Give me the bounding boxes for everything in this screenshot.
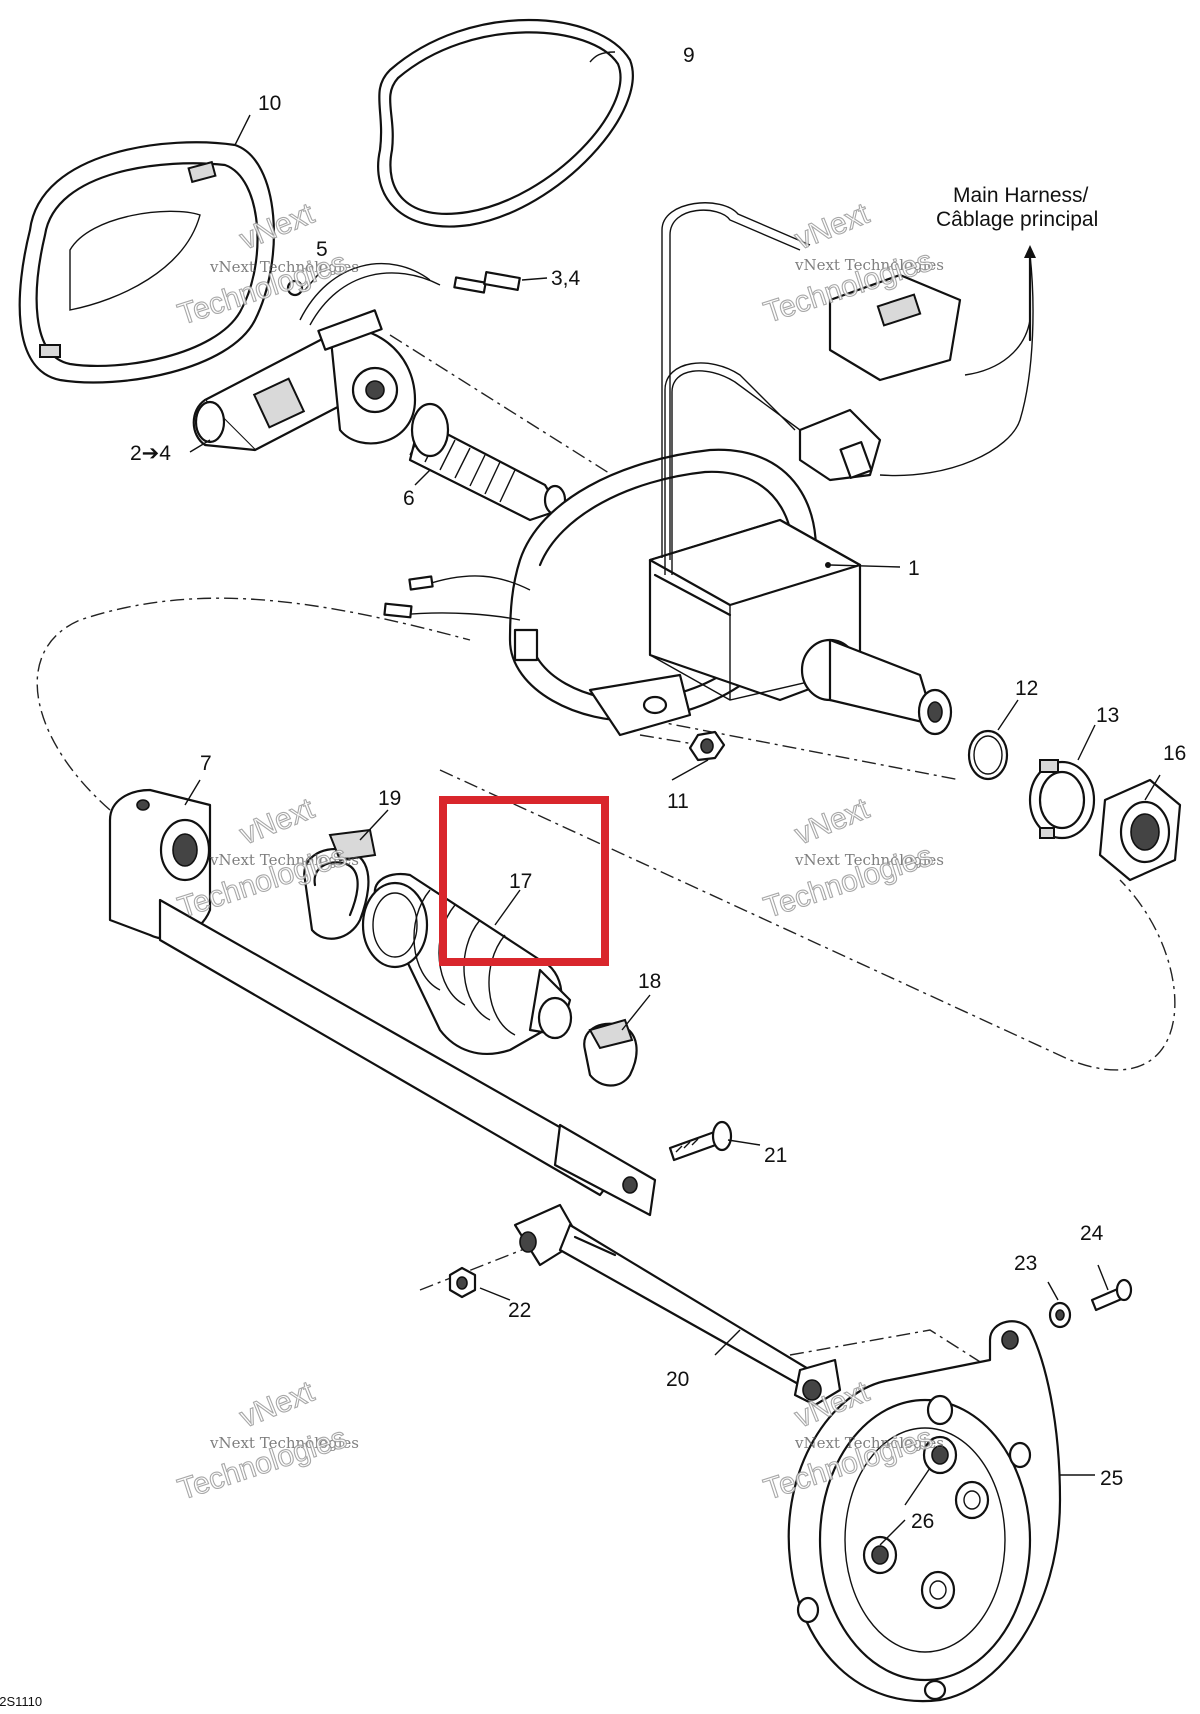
callout-18: 18 [638,970,661,993]
motor-wires [286,262,521,326]
callout-numbers: 9 10 5 3,4 2➔4 6 1 12 13 16 7 19 11 17 1… [130,44,1186,1533]
svg-text:vNext: vNext [235,792,319,852]
callout-23: 23 [1014,1252,1037,1275]
part-26-grommets [862,1435,990,1610]
callout-3-4: 3,4 [551,267,581,290]
callout-leader-lines [184,51,1161,1546]
part-17-highlight-box [439,796,609,966]
callout-1: 1 [908,557,920,580]
part-16-hex-nut [1098,778,1182,882]
main-harness-label: Main Harness/ Câblage principal [936,184,1098,231]
callout-26: 26 [911,1510,934,1533]
part-25-bracket-ring [787,1320,1062,1703]
callout-10: 10 [258,92,281,115]
part-18-clamp [583,1018,638,1087]
harness-wires [383,202,1036,621]
harness-label-line2: Câblage principal [936,208,1098,231]
callout-20: 20 [666,1368,689,1391]
harness-label-line1: Main Harness/ [953,184,1089,207]
callout-24: 24 [1080,1222,1104,1245]
callout-16: 16 [1163,742,1186,765]
callout-7: 7 [200,752,212,775]
part-11-nut [688,730,726,762]
svg-text:vNext Technologies: vNext Technologies [794,1434,944,1452]
part-22-nut [448,1266,477,1299]
svg-text:vNext Technologies: vNext Technologies [794,851,944,869]
part-21-bolt [668,1120,733,1162]
svg-text:vNext Technologies: vNext Technologies [209,1434,359,1452]
callout-19: 19 [378,787,401,810]
svg-text:vNext: vNext [235,1375,319,1435]
callout-9: 9 [683,44,695,67]
part-20-rod [513,1203,842,1407]
part-23-washer [1048,1301,1072,1329]
watermark-mid-right: vNext vNext Technologies Technologies [759,791,944,925]
callout-11: 11 [667,790,689,813]
callout-6: 6 [403,487,415,510]
part-24-bolt [1090,1278,1133,1312]
callout-22: 22 [508,1299,531,1322]
part-13-lock-ring [1028,759,1096,840]
callout-25: 25 [1100,1467,1123,1490]
svg-text:vNext Technologies: vNext Technologies [209,851,359,869]
part-2-4-motor [192,309,417,452]
svg-text:vNext Technologies: vNext Technologies [794,256,944,274]
svg-text:vNext Technologies: vNext Technologies [209,258,359,276]
watermark-bottom-left: vNext vNext Technologies Technologies [173,1374,359,1507]
callout-5: 5 [316,238,328,261]
svg-text:vNext: vNext [790,792,874,852]
svg-text:vNext: vNext [790,197,874,257]
part-10-cover [18,141,275,384]
callout-13: 13 [1096,704,1119,727]
callout-12: 12 [1015,677,1038,700]
part-19-clamp [303,828,377,940]
callout-17: 17 [509,870,532,893]
part-9-belt [377,18,634,228]
part-6-worm-gear [408,402,567,522]
callout-21: 21 [764,1144,787,1167]
part-7-push-tube [108,788,657,1217]
callout-2-4: 2➔4 [130,442,171,465]
diagram-code: 22S1110 [0,1694,42,1709]
part-1-actuator-housing [508,448,953,737]
part-12-o-ring [967,729,1009,781]
assembly-guide-lines [36,334,1176,1366]
